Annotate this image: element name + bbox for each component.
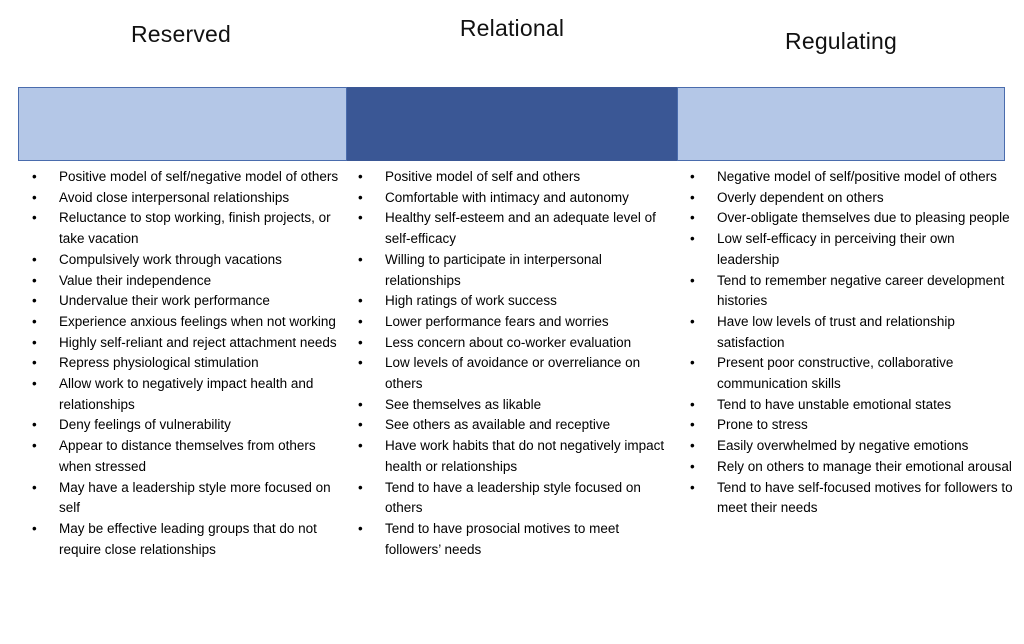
bullet-item: Positive model of self/negative model of… xyxy=(30,167,342,188)
bullet-item: Easily overwhelmed by negative emotions xyxy=(688,436,1013,457)
bullet-item: High ratings of work success xyxy=(356,291,674,312)
bullet-item: Have low levels of trust and relationshi… xyxy=(688,312,1013,353)
column-title-reserved: Reserved xyxy=(130,21,232,47)
bullet-item: May be effective leading groups that do … xyxy=(30,519,342,560)
bullet-item: Prone to stress xyxy=(688,415,1013,436)
bullet-item: Over-obligate themselves due to pleasing… xyxy=(688,208,1013,229)
bullet-item: Experience anxious feelings when not wor… xyxy=(30,312,342,333)
bullet-item: Overly dependent on others xyxy=(688,188,1013,209)
bullet-item: Allow work to negatively impact health a… xyxy=(30,374,342,415)
bullet-item: Low self-efficacy in perceiving their ow… xyxy=(688,229,1013,270)
bullet-item: Low levels of avoidance or overreliance … xyxy=(356,353,674,394)
bullet-item: Tend to have self-focused motives for fo… xyxy=(688,478,1013,519)
bullet-item: Lower performance fears and worries xyxy=(356,312,674,333)
bullet-item: Tend to have prosocial motives to meet f… xyxy=(356,519,674,560)
bullet-item: Undervalue their work performance xyxy=(30,291,342,312)
bullet-item: Tend to have a leadership style focused … xyxy=(356,478,674,519)
bullet-item: Healthy self-esteem and an adequate leve… xyxy=(356,208,674,249)
bullet-item: Appear to distance themselves from other… xyxy=(30,436,342,477)
bullet-item: See others as available and receptive xyxy=(356,415,674,436)
bullet-item: Positive model of self and others xyxy=(356,167,674,188)
bullet-item: Comfortable with intimacy and autonomy xyxy=(356,188,674,209)
bullet-item: Less concern about co-worker evaluation xyxy=(356,333,674,354)
header-segment-relational xyxy=(347,87,677,161)
bullet-item: Compulsively work through vacations xyxy=(30,250,342,271)
bullet-item: Present poor constructive, collaborative… xyxy=(688,353,1013,394)
bullet-item: Negative model of self/positive model of… xyxy=(688,167,1013,188)
header-segment-regulating xyxy=(677,87,1005,161)
bullet-item: Deny feelings of vulnerability xyxy=(30,415,342,436)
bullet-list-relational: Positive model of self and othersComfort… xyxy=(356,167,674,560)
column-title-relational: Relational xyxy=(459,15,565,41)
bullet-item: Repress physiological stimulation xyxy=(30,353,342,374)
bullet-item: See themselves as likable xyxy=(356,395,674,416)
bullet-item: Tend to have unstable emotional states xyxy=(688,395,1013,416)
bullet-item: Avoid close interpersonal relationships xyxy=(30,188,342,209)
bullet-item: Tend to remember negative career develop… xyxy=(688,271,1013,312)
bullet-list-regulating: Negative model of self/positive model of… xyxy=(688,167,1013,519)
bullet-item: Highly self-reliant and reject attachmen… xyxy=(30,333,342,354)
header-bar xyxy=(18,87,1005,161)
bullet-item: Have work habits that do not negatively … xyxy=(356,436,674,477)
header-segment-reserved xyxy=(18,87,347,161)
bullet-list-reserved: Positive model of self/negative model of… xyxy=(30,167,342,560)
bullet-item: Value their independence xyxy=(30,271,342,292)
column-title-regulating: Regulating xyxy=(785,28,897,54)
bullet-item: May have a leadership style more focused… xyxy=(30,478,342,519)
bullet-item: Rely on others to manage their emotional… xyxy=(688,457,1013,478)
bullet-item: Willing to participate in interpersonal … xyxy=(356,250,674,291)
bullet-item: Reluctance to stop working, finish proje… xyxy=(30,208,342,249)
